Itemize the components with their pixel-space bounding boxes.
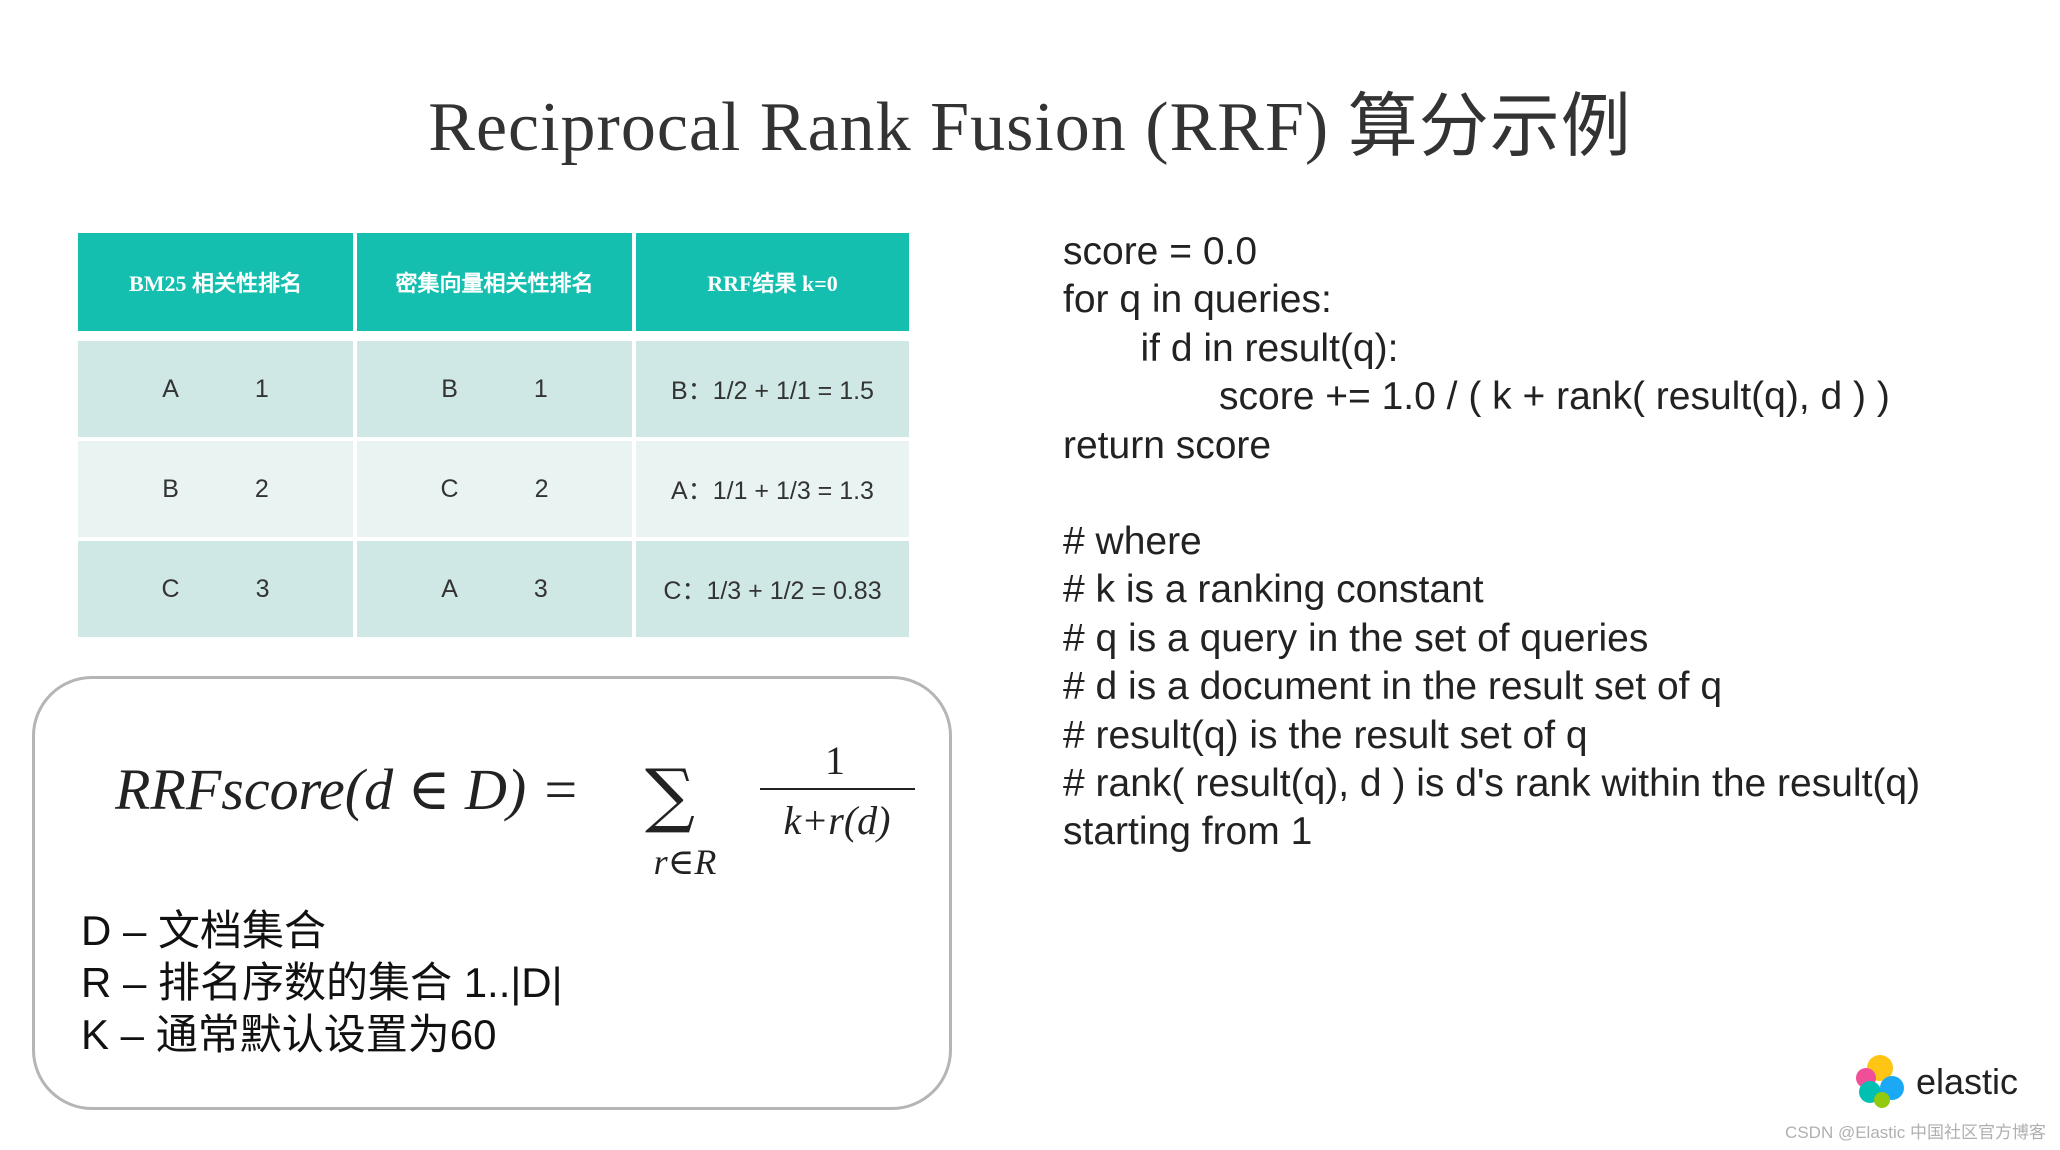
elastic-logo-text: elastic [1916, 1061, 2019, 1102]
rrf-cell: C：1/3 + 1/2 = 0.83 [636, 537, 909, 637]
rank-value: 1 [254, 374, 269, 403]
definition-list: D – 文档集合 R – 排名序数的集合 1..|D| K – 通常默认设置为6… [81, 905, 563, 1061]
table-header-row: BM25 相关性排名 密集向量相关性排名 RRF结果 k=0 [78, 233, 909, 331]
formula-lhs: RRFscore(d ∈ D) = [115, 757, 580, 822]
code-line: return score [1063, 423, 1272, 467]
header-rrf: RRF结果 k=0 [636, 233, 909, 331]
code-spacer [1063, 470, 1920, 518]
doc-id: C [161, 574, 180, 603]
doc-id: B [441, 374, 458, 403]
comment-line: # where [1063, 520, 1202, 564]
rank-value: 2 [534, 474, 549, 503]
slide-title: Reciprocal Rank Fusion (RRF) 算分示例 [428, 89, 1632, 166]
rank-value: 2 [254, 474, 269, 503]
fraction-denominator: k+r(d) [784, 798, 891, 843]
code-line: score += 1.0 / ( k + rank( result(q), d … [1154, 375, 1890, 419]
code-line: score = 0.0 [1063, 230, 1258, 273]
comment-line: # d is a document in the result set of q [1063, 665, 1723, 709]
rank-value: 1 [533, 374, 548, 403]
sum-index: r∈R [654, 842, 717, 879]
watermark: CSDN @Elastic 中国社区官方博客 [1785, 1123, 2046, 1142]
definition-item: K – 通常默认设置为60 [81, 1011, 497, 1058]
rrf-cell: A：1/1 + 1/3 = 1.3 [636, 437, 909, 537]
rank-value: 3 [255, 574, 270, 603]
comment-line: # rank( result(q), d ) is d's rank withi… [1063, 762, 1921, 806]
comment-line: starting from 1 [1063, 810, 1313, 854]
elastic-logo-icon [1856, 1055, 1904, 1108]
elastic-logo: elastic [1852, 1054, 2018, 1110]
rrf-formula: RRFscore(d ∈ D) = ∑ r∈R 1 k+r(d) [115, 738, 915, 879]
comment-line: # q is a query in the set of queries [1063, 616, 1649, 660]
doc-id: C [440, 474, 459, 503]
definition-item: R – 排名序数的集合 1..|D| [81, 959, 563, 1006]
formula-box: RRFscore(d ∈ D) = ∑ r∈R 1 k+r(d) D – 文档集… [32, 676, 952, 1110]
sum-symbol: ∑ [645, 754, 695, 836]
doc-id: A [441, 574, 458, 603]
code-line: for q in queries: [1063, 278, 1332, 322]
comment-line: # k is a ranking constant [1063, 568, 1484, 612]
definition-item: D – 文档集合 [81, 907, 327, 954]
pseudo-code-block: score = 0.0 for q in queries: if d in re… [1063, 228, 1920, 857]
header-bm25: BM25 相关性排名 [78, 233, 354, 331]
code-line: if d in result(q): [1108, 326, 1399, 370]
rrf-cell: B：1/2 + 1/1 = 1.5 [636, 331, 909, 437]
doc-id: B [162, 474, 179, 503]
header-dense: 密集向量相关性排名 [357, 233, 633, 331]
doc-id: A [162, 374, 179, 403]
comment-line: # result(q) is the result set of q [1063, 713, 1588, 757]
fraction-numerator: 1 [825, 738, 845, 783]
rank-value: 3 [533, 574, 548, 603]
